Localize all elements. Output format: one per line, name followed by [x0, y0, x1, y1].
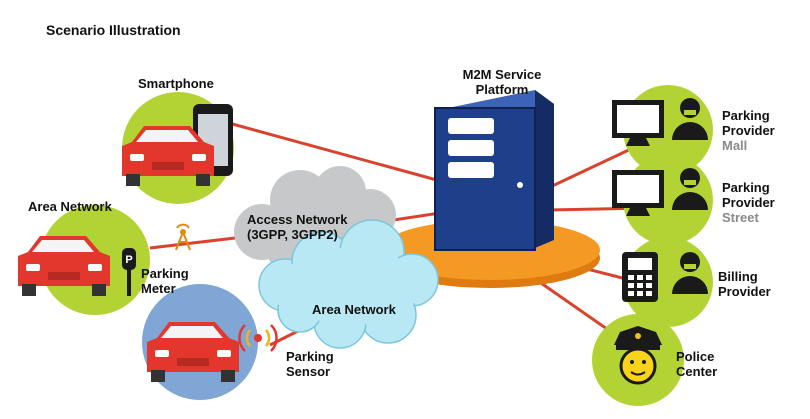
person-icon: [672, 98, 708, 140]
parking-meter-label-line1: Parking: [141, 266, 189, 281]
provider-street-label: Parking Provider Street: [722, 180, 775, 225]
person-icon: [672, 168, 708, 210]
parking-sensor-label-line2: Sensor: [286, 364, 331, 379]
area-network-cloud-fill: [268, 230, 427, 336]
monitor-icon: [612, 170, 664, 216]
diagram-title: Scenario Illustration: [46, 22, 181, 38]
provider-street-line1: Parking: [722, 180, 770, 195]
platform-label: M2M Service Platform: [447, 67, 557, 97]
police-label: Police Center: [676, 349, 717, 379]
provider-street-sub: Street: [722, 210, 759, 225]
car-icon: [147, 322, 239, 382]
provider-mall-line1: Parking: [722, 108, 770, 123]
area-network-cloud-label: Area Network: [312, 302, 396, 317]
monitor-icon: [612, 100, 664, 146]
provider-street-line2: Provider: [722, 195, 775, 210]
person-icon: [672, 252, 708, 294]
parking-meter-icon: P: [122, 248, 136, 296]
antenna-icon: [175, 223, 191, 251]
signal-waves-icon: [238, 324, 278, 352]
police-officer-icon: [614, 326, 662, 385]
parking-meter-label-line2: Meter: [141, 281, 176, 296]
area-network-node-label: Area Network: [28, 199, 112, 214]
police-line2: Center: [676, 364, 718, 379]
platform-label-line1: M2M Service: [462, 67, 542, 82]
billing-label: Billing Provider: [718, 269, 771, 299]
police-line1: Police: [676, 349, 715, 364]
server-icon: [434, 90, 554, 251]
provider-mall-label: Parking Provider Mall: [722, 108, 775, 153]
access-network-cloud: [234, 166, 396, 272]
billing-line1: Billing: [718, 269, 758, 284]
access-network-label-line1: Access Network: [247, 212, 348, 227]
platform-label-line2: Platform: [475, 82, 529, 97]
link-smartphone-platform: [224, 120, 456, 187]
parking-sensor-label: Parking Sensor: [286, 349, 334, 379]
access-network-label: Access Network (3GPP, 3GPP2): [247, 212, 347, 242]
billing-line2: Provider: [718, 284, 771, 299]
provider-mall-sub: Mall: [722, 138, 748, 153]
svg-text:P: P: [125, 254, 132, 266]
provider-mall-line2: Provider: [722, 123, 775, 138]
pos-terminal-icon: [622, 252, 658, 302]
parking-meter-label: Parking Meter: [141, 266, 189, 296]
access-network-label-line2: (3GPP, 3GPP2): [247, 227, 338, 242]
parking-sensor-label-line1: Parking: [286, 349, 334, 364]
car-icon: [122, 126, 214, 186]
car-icon: [18, 236, 110, 296]
smartphone-label: Smartphone: [138, 76, 214, 91]
